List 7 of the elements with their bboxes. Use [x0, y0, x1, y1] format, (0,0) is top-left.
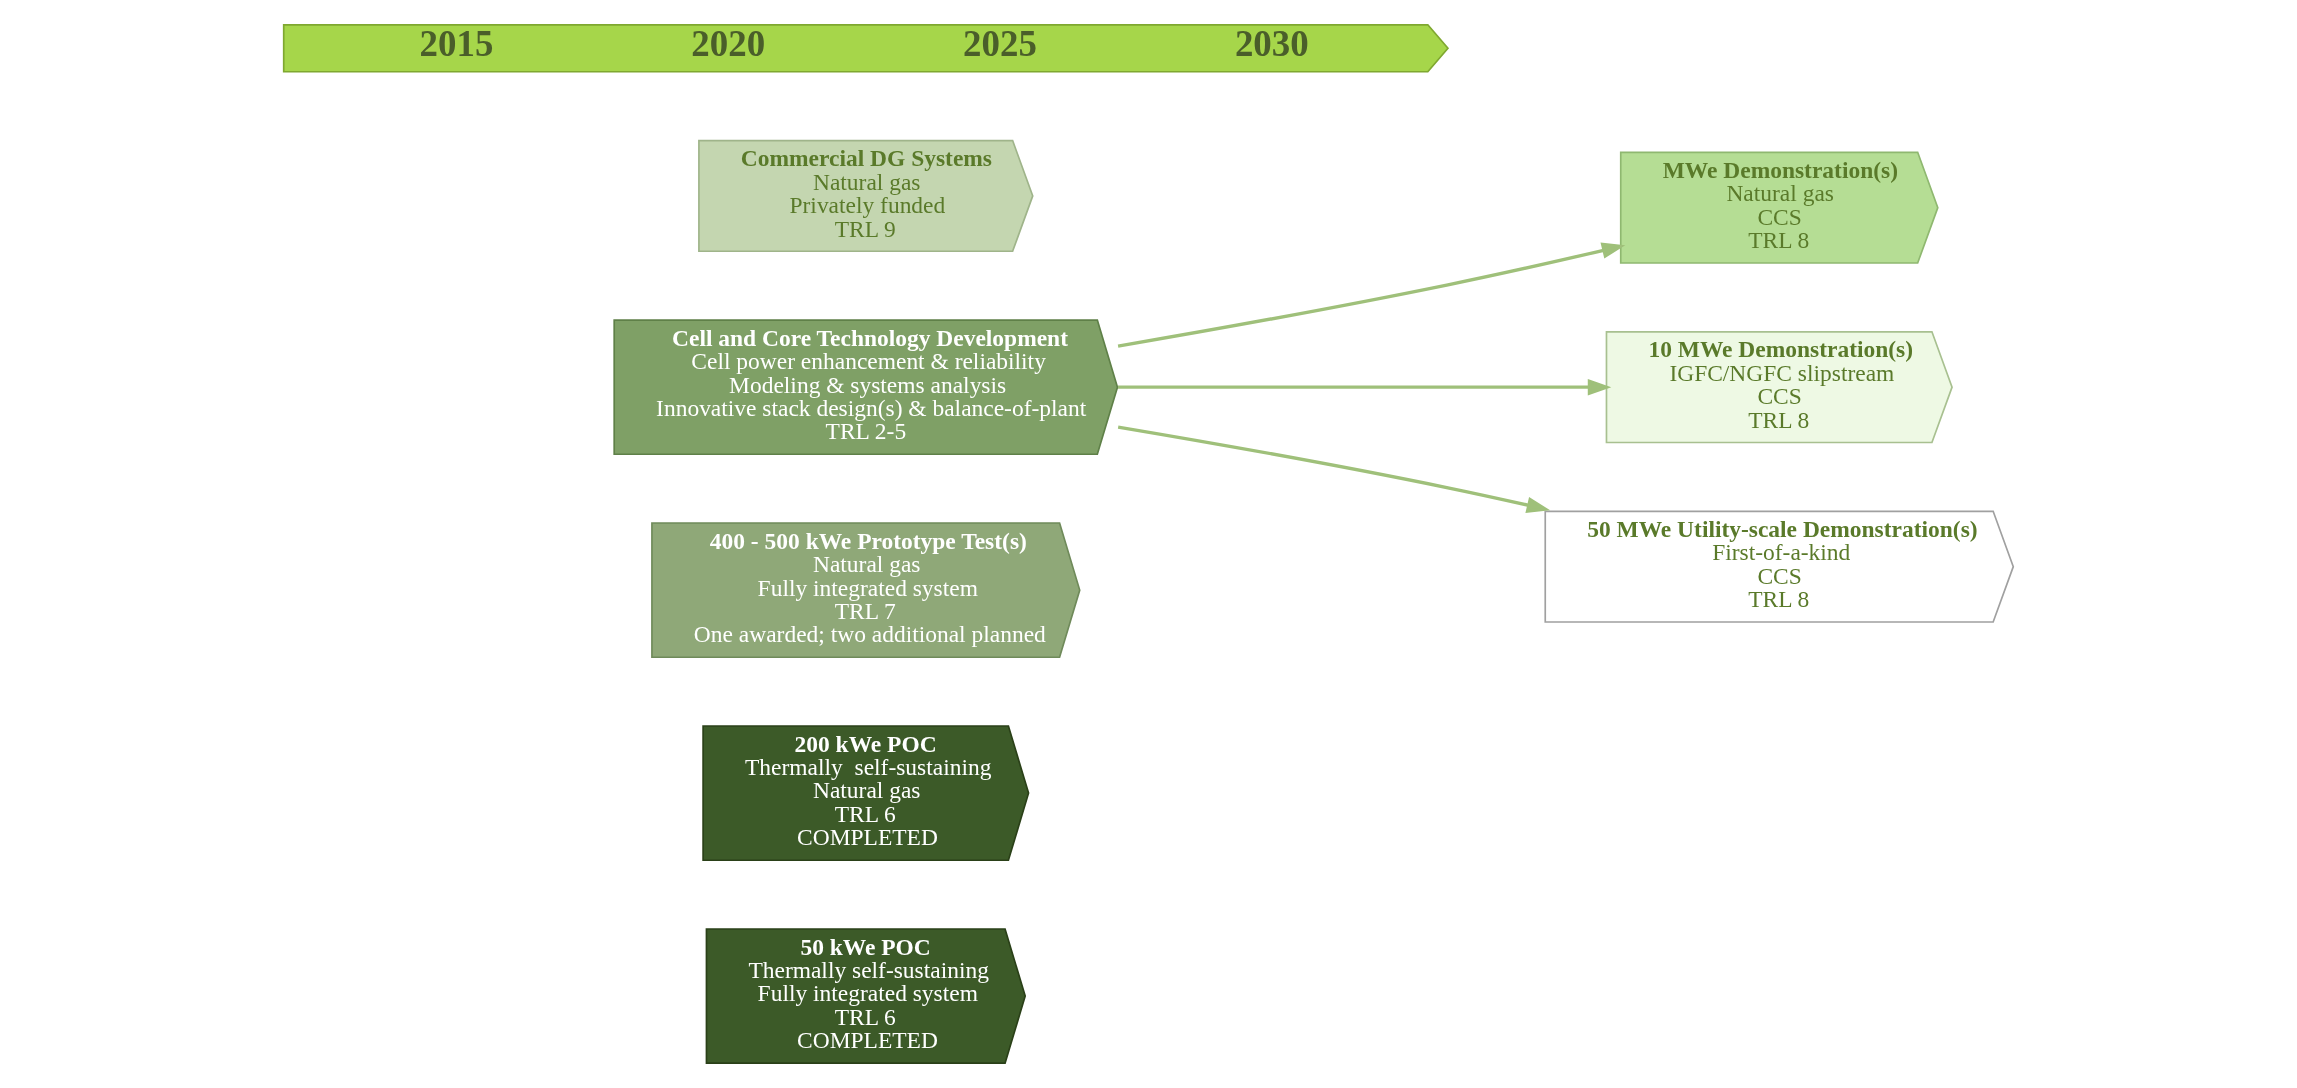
label: 2030	[1234, 22, 1309, 64]
arrow	[1117, 242, 1626, 348]
label: 2015	[419, 22, 494, 64]
arrow	[1118, 378, 1612, 396]
arrow	[1117, 425, 1551, 514]
label: 2025	[963, 22, 1037, 64]
label: 2020	[691, 22, 766, 64]
